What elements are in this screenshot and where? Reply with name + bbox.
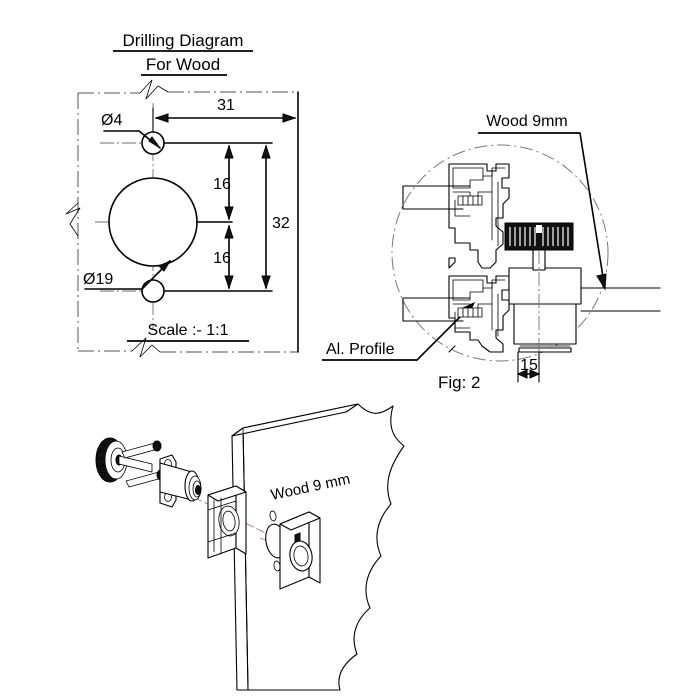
- dimension-15: [516, 351, 541, 383]
- diameter-19-leader: [84, 259, 172, 290]
- figure-2-caption: Fig: 2: [438, 373, 481, 392]
- detail-view-circle: [391, 144, 609, 362]
- dimension-16-lower-value: 16: [213, 250, 231, 267]
- cylinder-lower-block: [513, 303, 577, 345]
- dimension-16-upper-value: 16: [213, 176, 231, 193]
- lock-cylinder-body-3d: [159, 462, 202, 502]
- dimension-32-value: 32: [272, 215, 290, 232]
- knurled-thumb-knob-3d: [95, 437, 153, 483]
- aluminium-profile-upper: [402, 163, 510, 269]
- wood-panel-3d: [231, 403, 405, 691]
- mounting-screws-3d: [121, 440, 166, 488]
- panel-break-boundary: [77, 91, 298, 353]
- drilling-diagram-title-line1: Drilling Diagram: [123, 31, 244, 50]
- face-escutcheon-3d: [279, 511, 321, 590]
- strike-housing-3d: [207, 485, 247, 559]
- break-symbol-left: [65, 202, 81, 237]
- drilling-diagram-title-line2: For Wood: [146, 55, 220, 74]
- dimension-16-lower: [224, 224, 234, 290]
- scale-note: Scale :- 1:1: [148, 322, 229, 339]
- dimension-16-upper: [224, 144, 234, 221]
- diameter-4-label: Ø4: [101, 112, 122, 129]
- al-profile-label: Al. Profile: [326, 341, 395, 358]
- wood-panel-section: [580, 287, 661, 312]
- dimension-31: [152, 107, 297, 133]
- dimension-32: [261, 144, 271, 290]
- break-symbol-bottom: [131, 337, 161, 358]
- diameter-4-leader: [103, 130, 161, 149]
- break-symbol-top: [139, 79, 169, 100]
- wood-9mm-label: Wood 9mm: [486, 113, 568, 130]
- cylinder-upper-block: [508, 267, 582, 305]
- lock-cylinder-body: [508, 267, 582, 353]
- aluminium-profile-lower: [402, 257, 510, 353]
- dimension-15-value: 15: [520, 357, 538, 374]
- vertical-dimension-extensions: [164, 142, 273, 292]
- wood-9mm-leader: [579, 132, 607, 291]
- knurled-knob: [504, 222, 574, 271]
- panel-screw-hole-top: [269, 510, 277, 522]
- dimension-31-value: 31: [217, 97, 235, 114]
- bottom-screw-hole: [141, 279, 165, 303]
- diameter-19-label: Ø19: [83, 271, 113, 288]
